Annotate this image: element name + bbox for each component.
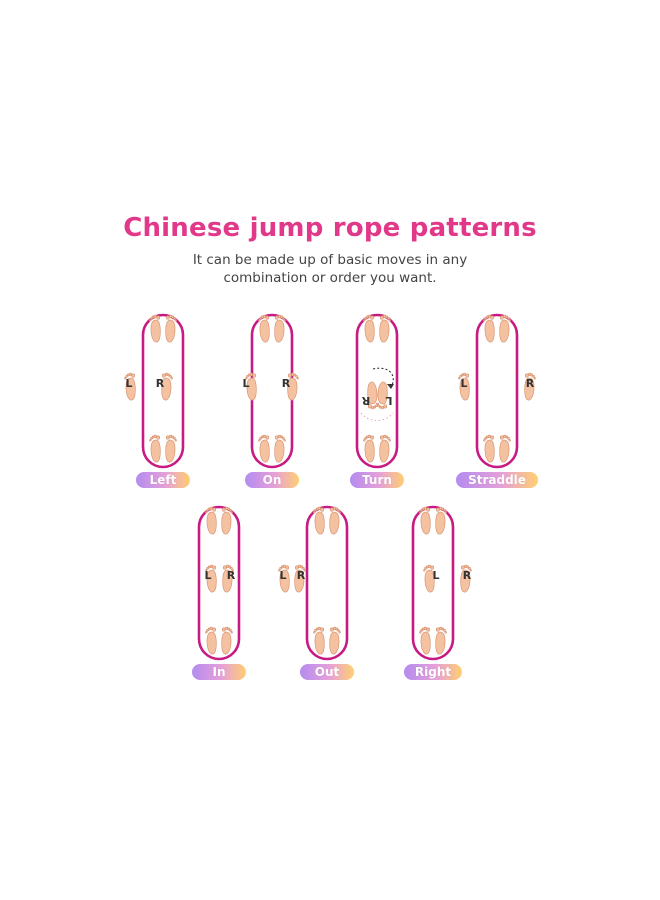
- pattern-label-right: Right: [404, 664, 462, 680]
- bottom-feet-pair: [313, 626, 341, 655]
- top-feet-pair: [363, 314, 391, 343]
- right-foot-icon: [165, 314, 177, 343]
- foot-letter-r: R: [156, 377, 165, 390]
- right-foot-icon: [379, 434, 391, 463]
- right-foot-icon: [329, 506, 341, 535]
- foot-letter-l: L: [279, 569, 286, 582]
- left-foot-icon: [149, 434, 161, 463]
- right-foot-icon: [499, 434, 511, 463]
- left-foot-icon: [419, 506, 431, 535]
- rope-loop: [411, 505, 455, 661]
- right-foot-icon: [499, 314, 511, 343]
- right-foot-icon: [221, 626, 233, 655]
- top-feet-pair: [205, 506, 233, 535]
- bottom-feet-pair: [419, 626, 447, 655]
- bottom-feet-pair: [258, 434, 286, 463]
- left-foot-icon: [313, 506, 325, 535]
- foot-letter-r: R: [227, 569, 236, 582]
- pattern-label-left: Left: [136, 472, 190, 488]
- left-foot-icon: [205, 626, 217, 655]
- page-title: Chinese jump rope patterns: [123, 213, 537, 243]
- pattern-label-in: In: [192, 664, 246, 680]
- left-foot-icon: [149, 314, 161, 343]
- right-foot-icon: [329, 626, 341, 655]
- right-foot-icon: [435, 626, 447, 655]
- foot-letter-l: L: [125, 377, 132, 390]
- foot-letter-r: R: [297, 569, 306, 582]
- foot-letter-l: L: [204, 569, 211, 582]
- left-foot-icon: [483, 434, 495, 463]
- foot-letter-l: L: [432, 569, 439, 582]
- foot-letter-l: L: [460, 377, 467, 390]
- left-foot-icon: [258, 314, 270, 343]
- foot-letter-r: R: [463, 569, 472, 582]
- right-foot-icon: [379, 314, 391, 343]
- subtitle-line-2: combination or order you want.: [223, 270, 437, 286]
- rope-loop: [197, 505, 241, 661]
- top-feet-pair: [149, 314, 177, 343]
- bottom-feet-pair: [363, 434, 391, 463]
- rope-loop: [355, 313, 399, 469]
- right-foot-icon: [221, 506, 233, 535]
- turn-trail: [360, 412, 394, 422]
- subtitle: It can be made up of basic moves in any …: [0, 251, 660, 287]
- arrowhead-icon: [387, 384, 394, 389]
- foot-letter-l: L: [242, 377, 249, 390]
- left-foot-icon: [313, 626, 325, 655]
- left-foot-icon: [419, 626, 431, 655]
- rope-loop: [250, 313, 294, 469]
- bottom-feet-pair: [205, 626, 233, 655]
- left-foot-icon: [205, 506, 217, 535]
- left-foot-icon: [363, 314, 375, 343]
- pattern-label-on: On: [245, 472, 299, 488]
- foot-letter-l: L: [385, 394, 392, 407]
- pattern-label-straddle: Straddle: [456, 472, 538, 488]
- rope-loop: [305, 505, 349, 661]
- foot-letter-r: R: [526, 377, 535, 390]
- bottom-feet-pair: [483, 434, 511, 463]
- subtitle-line-1: It can be made up of basic moves in any: [192, 252, 468, 268]
- right-foot-icon: [274, 434, 286, 463]
- pattern-label-turn: Turn: [350, 472, 404, 488]
- top-feet-pair: [258, 314, 286, 343]
- left-foot-icon: [483, 314, 495, 343]
- pattern-label-out: Out: [300, 664, 354, 680]
- rope-loop: [475, 313, 519, 469]
- top-feet-pair: [419, 506, 447, 535]
- right-foot-icon: [435, 506, 447, 535]
- right-foot-icon: [165, 434, 177, 463]
- foot-letter-r: R: [361, 394, 370, 407]
- right-foot-icon: [274, 314, 286, 343]
- left-foot-icon: [258, 434, 270, 463]
- foot-letter-r: R: [282, 377, 291, 390]
- rope-loop: [141, 313, 185, 469]
- bottom-feet-pair: [149, 434, 177, 463]
- top-feet-pair: [313, 506, 341, 535]
- left-foot-icon: [363, 434, 375, 463]
- top-feet-pair: [483, 314, 511, 343]
